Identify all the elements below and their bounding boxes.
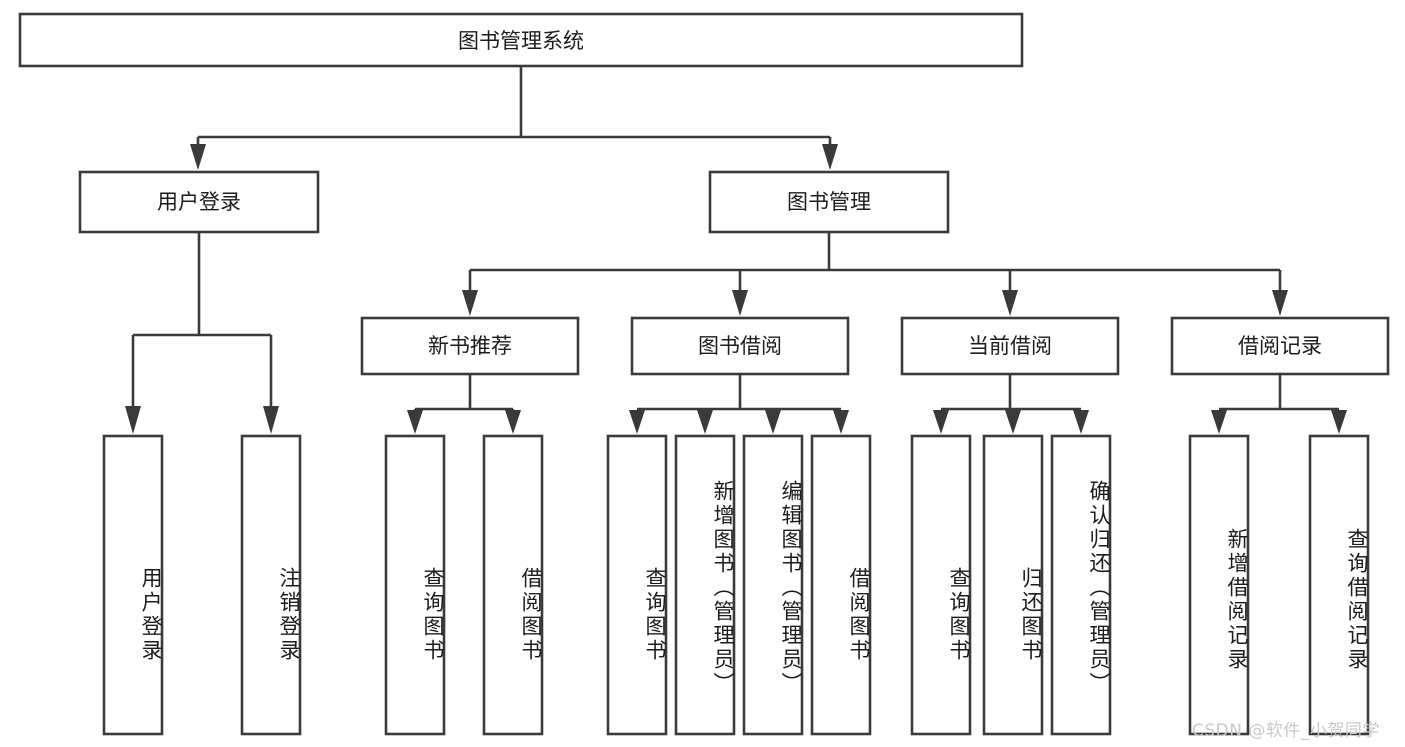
node-new-book-recommend-label: 新书推荐 — [428, 334, 512, 358]
leaf-box-layer — [102, 434, 1370, 736]
arrow-user-login-leaf-2 — [263, 406, 279, 434]
leaf-box-query-book-2[interactable] — [606, 434, 668, 736]
arrow-user-login-leaf-1 — [125, 406, 141, 434]
node-root-label: 图书管理系统 — [458, 29, 584, 53]
arrow-borrow-leaf-1 — [629, 410, 645, 434]
node-new-book-recommend[interactable]: 新书推荐 — [360, 316, 580, 376]
node-user-login-label: 用户登录 — [157, 190, 241, 214]
leaf-box-query-record[interactable] — [1308, 434, 1370, 736]
node-book-management[interactable]: 图书管理 — [708, 170, 950, 234]
node-root[interactable]: 图书管理系统 — [18, 12, 1024, 68]
leaf-box-logout[interactable] — [240, 434, 302, 736]
arrow-current-leaf-2 — [1005, 410, 1021, 434]
arrow-record-leaf-2 — [1331, 410, 1347, 434]
leaf-box-add-record[interactable] — [1188, 434, 1250, 736]
node-book-borrow-label: 图书借阅 — [698, 334, 782, 358]
arrow-current-leaf-1 — [933, 410, 949, 434]
arrow-root-to-book-mgmt — [822, 144, 838, 170]
leaf-box-confirm-return[interactable] — [1050, 434, 1112, 736]
arrow-book-mgmt-to-current — [1002, 290, 1018, 316]
node-user-login-box[interactable] — [78, 170, 320, 234]
arrow-book-mgmt-to-new-book — [462, 290, 478, 316]
arrow-current-leaf-3 — [1073, 410, 1089, 434]
node-current-borrow-label: 当前借阅 — [968, 334, 1052, 358]
node-borrow-record[interactable]: 借阅记录 — [1170, 316, 1390, 376]
leaf-box-add-book-admin[interactable] — [674, 434, 736, 736]
connector-layer — [125, 66, 1347, 434]
arrow-new-book-leaf-1 — [407, 410, 423, 434]
node-new-book-recommend-box[interactable] — [360, 316, 580, 376]
leaf-box-query-book-1[interactable] — [384, 434, 446, 736]
arrow-borrow-leaf-2 — [697, 410, 713, 434]
node-current-borrow-box[interactable] — [900, 316, 1120, 376]
node-book-borrow-box[interactable] — [630, 316, 850, 376]
arrow-borrow-leaf-3 — [765, 410, 781, 434]
csdn-watermark: CSDN @软件_小贺同学 — [1192, 721, 1380, 741]
node-book-borrow[interactable]: 图书借阅 — [630, 316, 850, 376]
leaf-box-return-book[interactable] — [982, 434, 1044, 736]
node-root-box[interactable] — [18, 12, 1024, 68]
node-book-management-label: 图书管理 — [787, 190, 871, 214]
node-current-borrow[interactable]: 当前借阅 — [900, 316, 1120, 376]
arrow-new-book-leaf-2 — [505, 410, 521, 434]
leaf-box-borrow-book-2[interactable] — [810, 434, 872, 736]
leaf-box-edit-book-admin[interactable] — [742, 434, 804, 736]
node-user-login[interactable]: 用户登录 — [78, 170, 320, 234]
arrow-record-leaf-1 — [1211, 410, 1227, 434]
leaf-box-query-book-3[interactable] — [910, 434, 972, 736]
leaf-box-borrow-book-1[interactable] — [482, 434, 544, 736]
arrow-borrow-leaf-4 — [833, 410, 849, 434]
arrow-root-to-user-login — [190, 144, 206, 170]
leaf-box-user-login[interactable] — [102, 434, 164, 736]
node-book-management-box[interactable] — [708, 170, 950, 234]
arrow-book-mgmt-to-record — [1272, 290, 1288, 316]
arrow-book-mgmt-to-borrow — [732, 290, 748, 316]
node-borrow-record-box[interactable] — [1170, 316, 1390, 376]
node-borrow-record-label: 借阅记录 — [1238, 334, 1322, 358]
